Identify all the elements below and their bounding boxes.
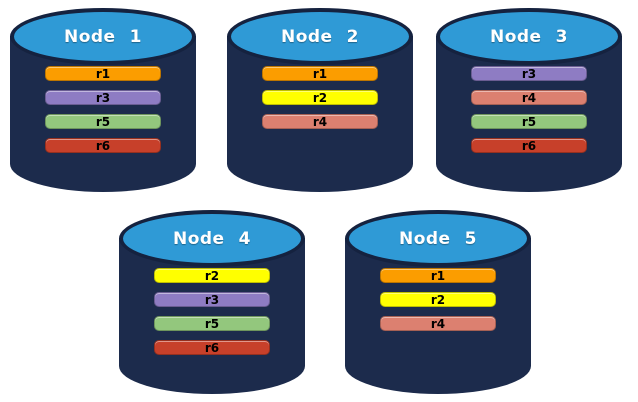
node-cylinder: Node 5 r1 r2 r4 (345, 210, 531, 394)
replica-bar: r3 (471, 66, 587, 81)
node-title: Node 5 (398, 228, 477, 249)
replica-bar: r6 (154, 340, 270, 355)
node-cylinder: Node 3 r3 r4 r5 r6 (436, 8, 622, 192)
replica-bar: r2 (380, 292, 496, 307)
replica-bar: r3 (154, 292, 270, 307)
replica-label: r2 (312, 90, 328, 105)
replica-bar: r6 (471, 138, 587, 153)
replica-list: r1 r2 r4 (345, 268, 531, 331)
node-title: Node 4 (172, 228, 251, 249)
replica-bar: r2 (262, 90, 378, 105)
replica-bar: r1 (45, 66, 161, 81)
node-title: Node 3 (489, 26, 568, 47)
replica-label: r4 (312, 114, 328, 129)
replica-label: r5 (204, 316, 220, 331)
replica-bar: r1 (262, 66, 378, 81)
node-cylinder: Node 1 r1 r3 r5 r6 (10, 8, 196, 192)
replica-label: r1 (430, 268, 446, 283)
replica-list: r2 r3 r5 r6 (119, 268, 305, 355)
replica-list: r1 r2 r4 (227, 66, 413, 129)
replica-label: r4 (430, 316, 446, 331)
replica-label: r3 (521, 66, 537, 81)
replica-label: r6 (204, 340, 220, 355)
replica-label: r5 (95, 114, 111, 129)
replica-label: r3 (95, 90, 111, 105)
cylinder-top-ellipse: Node 4 (119, 210, 305, 267)
cylinder-top-ellipse: Node 2 (227, 8, 413, 65)
cylinder-top-ellipse: Node 1 (10, 8, 196, 65)
replica-label: r6 (521, 138, 537, 153)
replica-bar: r4 (380, 316, 496, 331)
replica-list: r3 r4 r5 r6 (436, 66, 622, 153)
replica-bar: r4 (471, 90, 587, 105)
replica-list: r1 r3 r5 r6 (10, 66, 196, 153)
replica-label: r5 (521, 114, 537, 129)
replica-bar: r6 (45, 138, 161, 153)
replica-label: r2 (204, 268, 220, 283)
replica-label: r1 (95, 66, 111, 81)
replica-bar: r2 (154, 268, 270, 283)
replica-bar: r5 (471, 114, 587, 129)
replica-bar: r4 (262, 114, 378, 129)
node-title: Node 1 (63, 26, 142, 47)
replica-label: r2 (430, 292, 446, 307)
replica-label: r4 (521, 90, 537, 105)
node-title: Node 2 (280, 26, 359, 47)
node-cylinder: Node 4 r2 r3 r5 r6 (119, 210, 305, 394)
replica-bar: r3 (45, 90, 161, 105)
replica-bar: r1 (380, 268, 496, 283)
replica-label: r1 (312, 66, 328, 81)
cylinder-top-ellipse: Node 3 (436, 8, 622, 65)
replica-label: r3 (204, 292, 220, 307)
cylinder-top-ellipse: Node 5 (345, 210, 531, 267)
replica-label: r6 (95, 138, 111, 153)
replica-bar: r5 (45, 114, 161, 129)
replica-bar: r5 (154, 316, 270, 331)
node-cylinder: Node 2 r1 r2 r4 (227, 8, 413, 192)
